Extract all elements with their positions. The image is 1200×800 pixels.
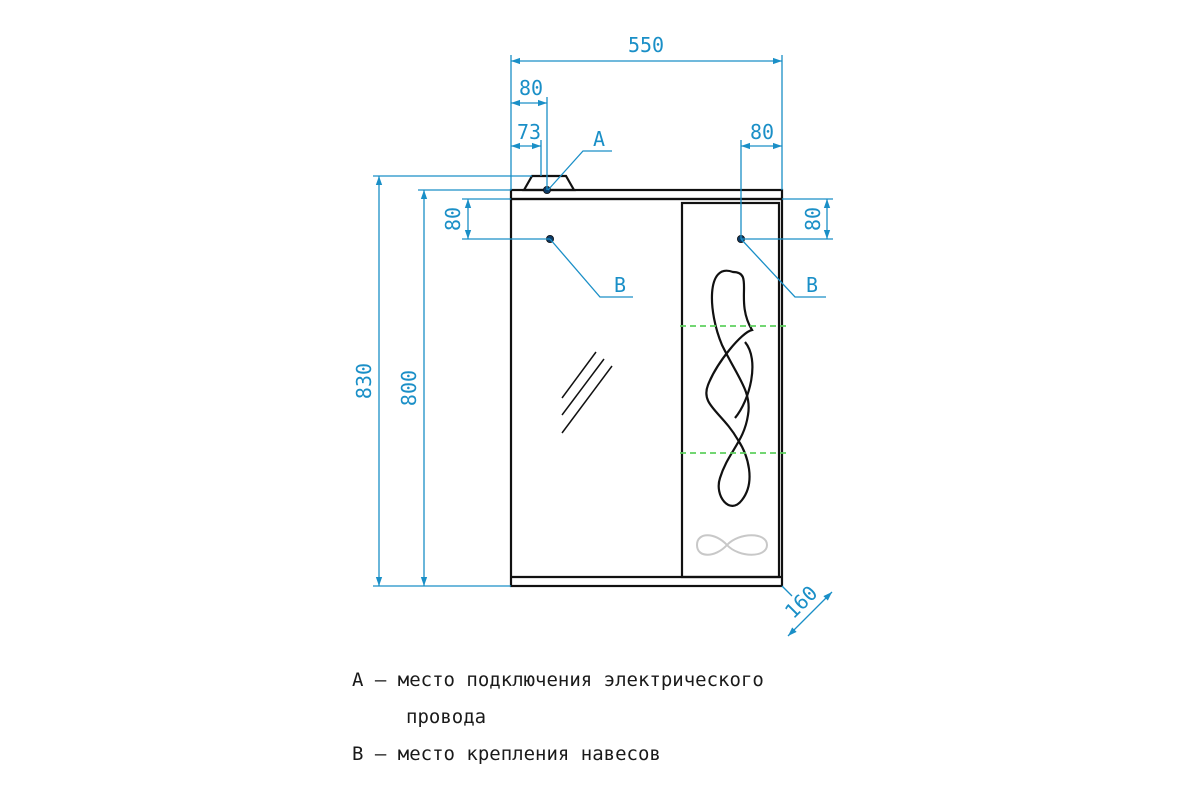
dim-830-label: 830 <box>352 363 376 399</box>
dim-80-right-top-label: 80 <box>750 120 774 144</box>
leader-b-left <box>549 238 633 298</box>
dim-80-right-label: 80 <box>801 207 825 231</box>
legend: А – место подключения электрического про… <box>352 662 764 773</box>
shelf-guides <box>680 325 786 454</box>
dim-160-line <box>787 591 833 637</box>
mirror-glare-3 <box>561 365 613 434</box>
callout-b-right-label: B <box>806 273 818 297</box>
leader-b-right <box>740 238 826 298</box>
leader-a <box>547 150 612 191</box>
dimension-lines <box>373 55 833 637</box>
legend-line-b: В – место крепления навесов <box>352 743 661 765</box>
mount-points <box>543 185 746 243</box>
legend-line-a: А – место подключения электрического <box>352 669 764 691</box>
cabinet-body <box>509 197 784 588</box>
dim-73-label: 73 <box>517 120 541 144</box>
dim-80-top-label: 80 <box>519 76 543 100</box>
callout-a-label: A <box>593 127 605 151</box>
mirror-glare-2 <box>561 358 605 416</box>
dim-80-left-label: 80 <box>441 207 465 231</box>
cabinet-outline <box>509 174 784 588</box>
dimension-labels: 550 80 73 80 A B B 80 80 830 800 160 <box>352 33 825 623</box>
dim-550-label: 550 <box>628 33 664 57</box>
door-ornament <box>705 269 754 507</box>
dim-160-label: 160 <box>780 581 823 624</box>
right-door <box>680 201 781 579</box>
door-ornament-faded <box>695 534 769 556</box>
dim-800-label: 800 <box>397 370 421 406</box>
callout-b-left-label: B <box>614 273 626 297</box>
mirror-glare-1 <box>561 351 597 399</box>
legend-line-a-cont: провода <box>406 706 487 728</box>
